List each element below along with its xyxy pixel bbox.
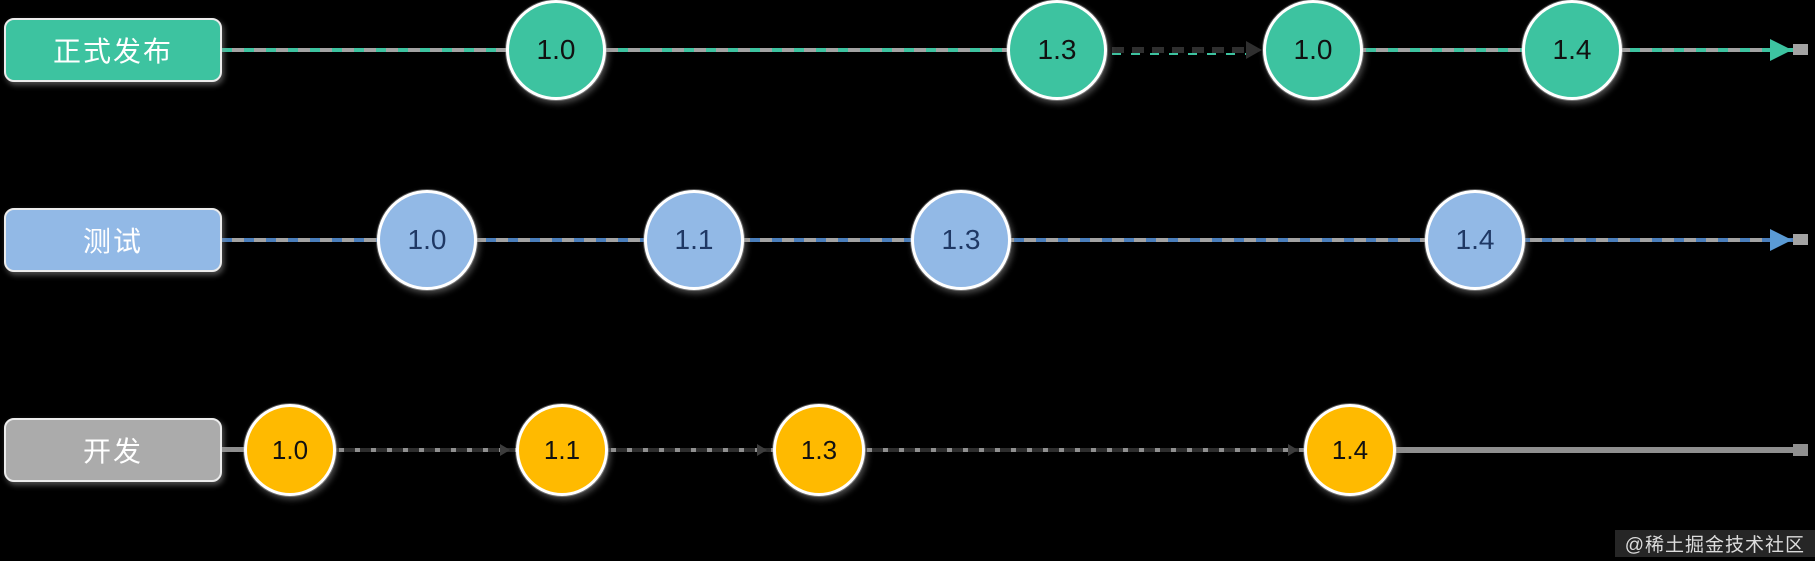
release-node-1-4: 1.4	[1522, 0, 1622, 100]
dev-arrowhead-to-1-3-icon	[757, 444, 767, 456]
watermark: @稀土掘金技术社区	[1614, 530, 1815, 557]
dev-rail-right	[1350, 447, 1800, 453]
dev-node-1-1: 1.1	[516, 404, 608, 496]
dev-end-cap	[1793, 444, 1808, 456]
release-hotfix-arrowhead-icon	[1246, 41, 1262, 59]
test-node-1-4: 1.4	[1425, 190, 1525, 290]
dev-node-1-3: 1.3	[773, 404, 865, 496]
release-hotfix-dashed-connector-green	[1112, 53, 1252, 55]
test-node-1-3: 1.3	[911, 190, 1011, 290]
release-node-1-0-hotfix: 1.0	[1263, 0, 1363, 100]
release-track-label: 正式发布	[4, 18, 222, 82]
release-node-1-0: 1.0	[506, 0, 606, 100]
test-node-1-0: 1.0	[377, 190, 477, 290]
test-end-cap	[1793, 234, 1808, 245]
dev-node-1-0: 1.0	[244, 404, 336, 496]
release-end-cap	[1793, 44, 1808, 55]
test-node-1-1: 1.1	[644, 190, 744, 290]
release-node-1-3: 1.3	[1007, 0, 1107, 100]
dev-track-label: 开发	[4, 418, 222, 482]
release-rail-left	[222, 48, 1107, 52]
dev-node-1-4: 1.4	[1304, 404, 1396, 496]
dev-rail-label-stub	[222, 447, 264, 452]
release-hotfix-dashed-connector	[1112, 47, 1252, 53]
release-end-arrowhead-icon	[1770, 39, 1792, 61]
test-end-arrowhead-icon	[1770, 229, 1792, 251]
test-rail	[222, 238, 1800, 242]
dev-arrowhead-to-1-1-icon	[500, 444, 510, 456]
test-track-label: 测试	[4, 208, 222, 272]
dev-arrowhead-to-1-4-icon	[1288, 444, 1298, 456]
